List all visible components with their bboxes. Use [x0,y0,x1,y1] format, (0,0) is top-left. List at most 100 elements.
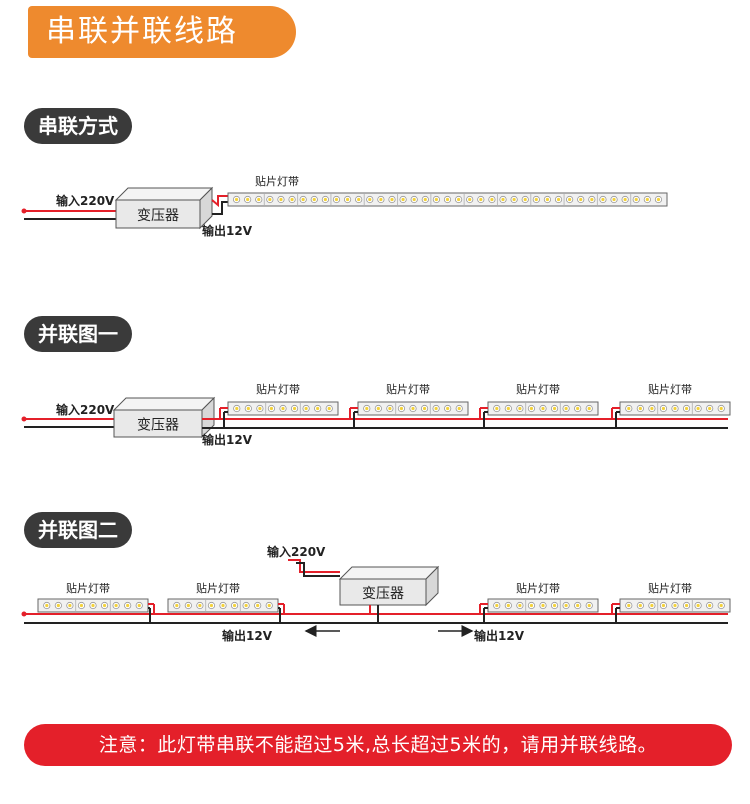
led-dot [708,603,712,608]
led-dot [312,197,316,202]
led-dot [198,603,202,608]
led-dot [468,197,472,202]
led-dot [656,197,661,202]
led-dot [175,603,179,608]
led-dot [423,197,427,202]
led-dot [401,197,405,202]
led-strip-parallel2-1 [37,598,149,613]
led-dot [390,197,394,202]
led-dot [334,197,339,202]
led-dot [587,406,591,411]
led-dot [304,406,308,411]
led-dot [564,603,568,608]
led-dot [368,197,372,202]
strip-label: 贴片灯带 [386,382,430,396]
led-strip-parallel1-4 [619,401,731,416]
led-dot [244,603,248,608]
led-dot [45,603,49,608]
led-dot [650,406,654,411]
led-dot [269,406,274,411]
led-strip-parallel1-3 [487,401,599,416]
led-dot [457,197,461,202]
led-dot [612,197,616,202]
led-strip-parallel2-4 [619,598,731,613]
led-dot [411,406,415,411]
strip-label: 贴片灯带 [255,174,299,188]
led-dot [568,197,572,202]
led-dot [684,406,689,411]
led-dot [114,603,118,608]
led-dot [501,197,505,202]
led-dot [638,603,642,608]
led-strip-parallel1-2 [357,401,469,416]
led-dot [267,603,271,608]
strip-label: 贴片灯带 [516,581,560,595]
section-label-parallel-2: 并联图二 [24,512,132,548]
strip-label: 贴片灯带 [516,382,560,396]
transformer-top [338,566,440,580]
led-dot [345,197,350,202]
led-dot [661,406,666,411]
output-wire-red [211,195,228,208]
led-strip-parallel2-3 [487,598,599,613]
strip-label: 贴片灯带 [196,581,240,595]
led-dot [281,406,285,411]
led-dot [445,197,450,202]
transformer-front [339,578,427,606]
output-label-left: 输出12V [222,628,273,643]
led-dot [638,406,642,411]
led-dot [506,406,510,411]
strip-label: 贴片灯带 [648,581,692,595]
led-dot [556,197,561,202]
led-strip-parallel2-2 [167,598,279,613]
led-dot [587,603,591,608]
led-dot [137,603,141,608]
led-dot [422,406,427,411]
led-dot [279,197,283,202]
output-wire-black [212,201,228,215]
led-dot [379,197,383,202]
led-dot [518,603,522,608]
led-dot [258,406,262,411]
led-dot [434,197,438,202]
page-title: 串联并联线路 [28,6,296,58]
led-dot [290,197,294,202]
led-dot [523,197,527,202]
led-dot [79,603,84,608]
led-dot [576,406,580,411]
led-dot [186,603,190,608]
led-dot [545,197,550,202]
strip-label: 贴片灯带 [648,382,692,396]
led-dot [495,406,499,411]
led-dot [601,197,605,202]
led-dot [490,197,494,202]
led-dot [506,603,510,608]
led-dot [399,406,404,411]
led-dot [661,603,666,608]
led-dot [446,406,450,411]
input-label: 输入220V [56,193,115,208]
led-dot [246,406,250,411]
transformer: 变压器 [338,565,440,607]
led-dot [529,406,534,411]
transformer-front [115,199,201,229]
led-dot [719,406,723,411]
transformer-label: 变压器 [137,208,179,224]
led-dot [541,406,545,411]
led-dot [696,406,700,411]
transformer-top [114,187,214,201]
led-dot [68,603,72,608]
transformer-label: 变压器 [362,586,404,602]
led-dot [234,197,239,202]
led-dot [457,406,461,411]
output-label-right: 输出12V [474,628,525,643]
led-dot [529,603,534,608]
led-dot [323,197,327,202]
led-dot [327,406,331,411]
led-strip-series [227,192,668,207]
led-dot [627,603,631,608]
led-dot [495,603,499,608]
led-dot [673,603,677,608]
led-dot [518,406,522,411]
